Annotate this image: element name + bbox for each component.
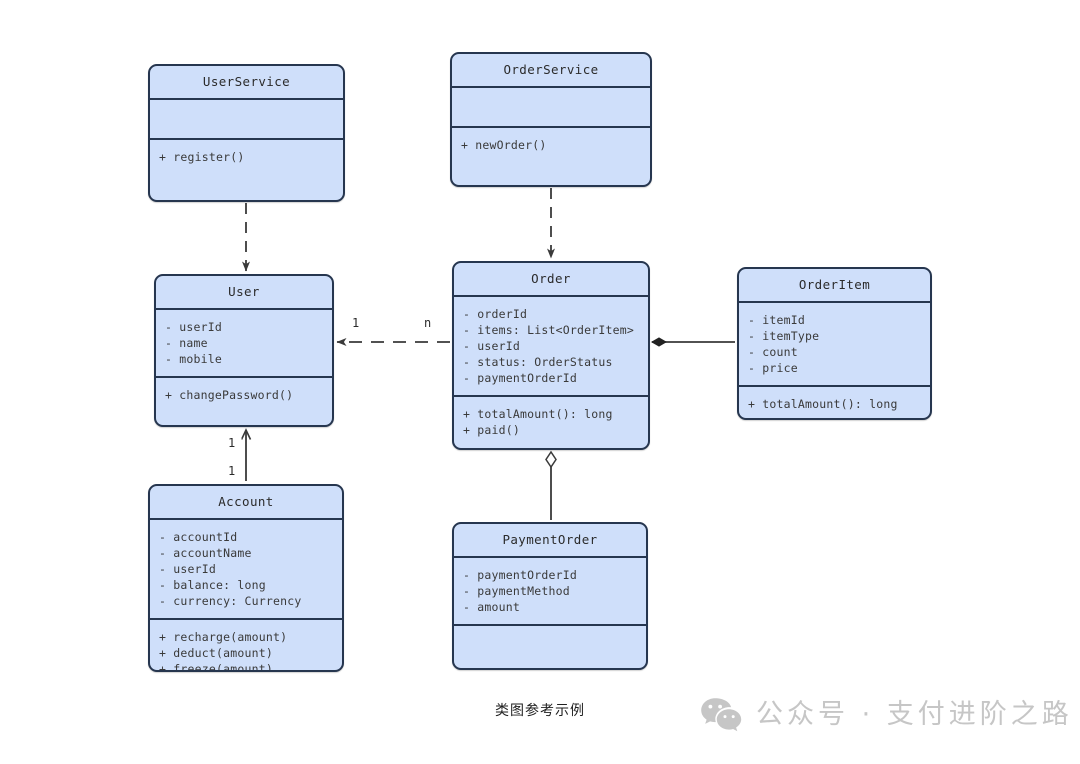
methods-compartment-order-service: + newOrder(): [452, 128, 650, 162]
methods-item: + freeze(amount): [159, 661, 273, 672]
methods-compartment-order-item: + totalAmount(): long: [739, 387, 930, 419]
class-box-order-item[interactable]: OrderItem- itemId- itemType- count- pric…: [737, 267, 932, 420]
class-box-order[interactable]: Order- orderId- items: List<OrderItem>- …: [452, 261, 650, 450]
class-box-user-service[interactable]: UserService + register(): [148, 64, 345, 202]
class-name-order-service: OrderService: [452, 54, 650, 88]
attributes-item: - userId: [159, 561, 216, 576]
attributes-item: - itemType: [748, 328, 820, 343]
class-box-order-service[interactable]: OrderService + newOrder(): [450, 52, 652, 187]
attributes-item: - userId: [463, 338, 520, 353]
class-box-user[interactable]: User- userId- name- mobile+ changePasswo…: [154, 274, 334, 427]
wechat-icon: [700, 696, 742, 732]
methods-item: + totalAmount(): long: [463, 406, 613, 421]
watermark: 公众号 · 支付进阶之路: [700, 696, 1073, 732]
attributes-compartment-payment-order: - paymentOrderId- paymentMethod- amount: [454, 558, 646, 626]
methods-item: + paid(): [463, 422, 520, 437]
class-name-account: Account: [150, 486, 342, 520]
attributes-compartment-user-service: [150, 100, 343, 140]
class-box-payment-order[interactable]: PaymentOrder- paymentOrderId- paymentMet…: [452, 522, 648, 670]
label-account-bottom-1: 1: [228, 464, 236, 478]
attributes-compartment-account: - accountId- accountName- userId- balanc…: [150, 520, 342, 620]
methods-compartment-user: + changePassword(): [156, 378, 332, 412]
diagram-caption: 类图参考示例: [495, 703, 585, 719]
class-box-account[interactable]: Account- accountId- accountName- userId-…: [148, 484, 344, 672]
methods-compartment-payment-order: [454, 626, 646, 664]
attributes-compartment-order: - orderId- items: List<OrderItem>- userI…: [454, 297, 648, 397]
methods-item: + deduct(amount): [159, 645, 273, 660]
watermark-text: 公众号 · 支付进阶之路: [756, 698, 1073, 730]
attributes-item: - amount: [463, 599, 520, 614]
attributes-item: - userId: [165, 319, 222, 334]
attributes-item: - balance: long: [159, 577, 266, 592]
label-account-top-1: 1: [228, 436, 236, 450]
attributes-compartment-order-item: - itemId- itemType- count- price: [739, 303, 930, 387]
methods-compartment-account: + recharge(amount)+ deduct(amount)+ free…: [150, 620, 342, 672]
attributes-compartment-user: - userId- name- mobile: [156, 310, 332, 378]
methods-item: + newOrder(): [461, 137, 547, 152]
label-order-n: n: [424, 316, 432, 330]
methods-item: + recharge(amount): [159, 629, 288, 644]
attributes-item: - paymentOrderId: [463, 370, 577, 385]
attributes-item: - name: [165, 335, 208, 350]
attributes-item: - currency: Currency: [159, 593, 302, 608]
class-name-order: Order: [454, 263, 648, 297]
attributes-item: - price: [748, 360, 798, 375]
attributes-item: - status: OrderStatus: [463, 354, 613, 369]
methods-item: + changePassword(): [165, 387, 294, 402]
label-user-1: 1: [352, 316, 360, 330]
attributes-item: - paymentOrderId: [463, 567, 577, 582]
attributes-item: - count: [748, 344, 798, 359]
attributes-item: - mobile: [165, 351, 222, 366]
attributes-item: - paymentMethod: [463, 583, 570, 598]
class-name-user: User: [156, 276, 332, 310]
methods-item: + totalAmount(): long: [748, 396, 898, 411]
methods-compartment-order: + totalAmount(): long+ paid(): [454, 397, 648, 447]
class-name-payment-order: PaymentOrder: [454, 524, 646, 558]
attributes-item: - orderId: [463, 306, 528, 321]
methods-compartment-user-service: + register(): [150, 140, 343, 174]
attributes-item: - itemId: [748, 312, 805, 327]
class-name-order-item: OrderItem: [739, 269, 930, 303]
attributes-item: - accountName: [159, 545, 252, 560]
attributes-compartment-order-service: [452, 88, 650, 128]
class-name-user-service: UserService: [150, 66, 343, 100]
attributes-item: - items: List<OrderItem>: [463, 322, 634, 337]
attributes-item: - accountId: [159, 529, 238, 544]
methods-item: + register(): [159, 149, 245, 164]
